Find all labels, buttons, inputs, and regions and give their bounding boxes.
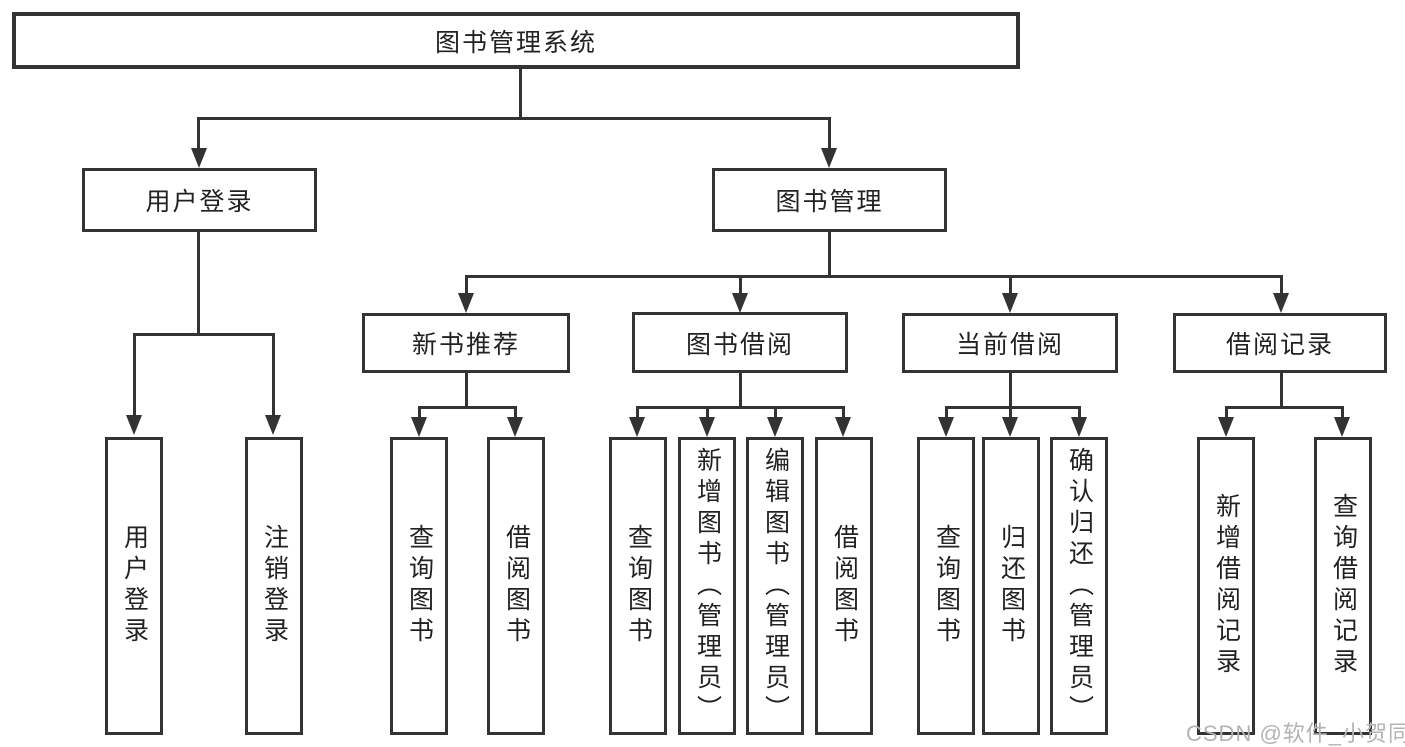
connector-line — [1078, 406, 1081, 419]
arrowhead-icon — [1218, 417, 1234, 437]
connector-line — [1341, 406, 1344, 419]
connector-line — [739, 373, 742, 409]
arrowhead-icon — [507, 417, 523, 437]
csdn-watermark: CSDN @软件_小贺同学 — [1186, 721, 1405, 746]
leaf-query-borrow-record: 查询借阅记录 — [1314, 437, 1372, 735]
arrowhead-icon — [265, 415, 281, 435]
connector-line — [197, 117, 200, 150]
arrowhead-icon — [458, 293, 474, 313]
connector-line — [828, 232, 831, 278]
connector-line — [465, 275, 1282, 278]
node-user-login: 用户登录 — [82, 168, 317, 232]
connector-line — [465, 275, 468, 295]
arrowhead-icon — [835, 417, 851, 437]
arrowhead-icon — [1002, 417, 1018, 437]
connector-line — [706, 406, 709, 419]
arrowhead-icon — [732, 293, 748, 313]
connector-line — [1009, 275, 1012, 295]
connector-line — [133, 333, 136, 417]
connector-line — [774, 406, 777, 419]
leaf-query-book-borrowing: 查询图书 — [609, 437, 667, 735]
connector-line — [945, 406, 1081, 409]
leaf-borrow-book-recommend: 借阅图书 — [487, 437, 545, 735]
connector-line — [519, 68, 522, 119]
arrowhead-icon — [1334, 417, 1350, 437]
arrowhead-icon — [699, 417, 715, 437]
arrowhead-icon — [126, 415, 142, 435]
arrowhead-icon — [1071, 417, 1087, 437]
connector-line — [1280, 373, 1283, 409]
arrowhead-icon — [191, 148, 207, 168]
connector-line — [197, 117, 831, 120]
arrowhead-icon — [938, 417, 954, 437]
connector-line — [197, 232, 200, 335]
connector-line — [636, 406, 845, 409]
arrowhead-icon — [1002, 293, 1018, 313]
connector-line — [418, 406, 517, 409]
connector-line — [945, 406, 948, 419]
connector-line — [1225, 406, 1228, 419]
node-book-management: 图书管理 — [712, 168, 947, 232]
arrowhead-icon — [629, 417, 645, 437]
connector-line — [1009, 406, 1012, 419]
connector-line — [465, 373, 468, 409]
connector-line — [1009, 373, 1012, 409]
connector-line — [272, 333, 275, 417]
connector-line — [739, 275, 742, 295]
leaf-edit-book-admin: 编辑图书（管理员） — [746, 437, 804, 735]
connector-line — [133, 333, 275, 336]
connector-line — [1225, 406, 1344, 409]
connector-line — [842, 406, 845, 419]
node-library-management-system: 图书管理系统 — [12, 12, 1020, 69]
leaf-query-book-current: 查询图书 — [917, 437, 975, 735]
arrowhead-icon — [1273, 293, 1289, 313]
arrowhead-icon — [821, 148, 837, 168]
connector-line — [828, 117, 831, 150]
connector-line — [514, 406, 517, 419]
node-borrowing-records: 借阅记录 — [1173, 313, 1387, 373]
leaf-query-book-recommend: 查询图书 — [390, 437, 448, 735]
connector-line — [418, 406, 421, 419]
leaf-add-borrow-record: 新增借阅记录 — [1197, 437, 1255, 735]
leaf-logout: 注销登录 — [245, 437, 303, 735]
leaf-confirm-return-admin: 确认归还（管理员） — [1050, 437, 1108, 735]
leaf-add-book-admin: 新增图书（管理员） — [678, 437, 736, 735]
connector-line — [636, 406, 639, 419]
node-current-borrowing: 当前借阅 — [902, 313, 1118, 373]
connector-line — [1280, 275, 1283, 295]
leaf-user-login: 用户登录 — [105, 437, 163, 735]
leaf-borrow-book-borrowing: 借阅图书 — [815, 437, 873, 735]
node-book-borrowing: 图书借阅 — [632, 312, 848, 373]
arrowhead-icon — [767, 417, 783, 437]
leaf-return-book: 归还图书 — [982, 437, 1040, 735]
arrowhead-icon — [411, 417, 427, 437]
node-new-book-recommendation: 新书推荐 — [362, 313, 570, 373]
